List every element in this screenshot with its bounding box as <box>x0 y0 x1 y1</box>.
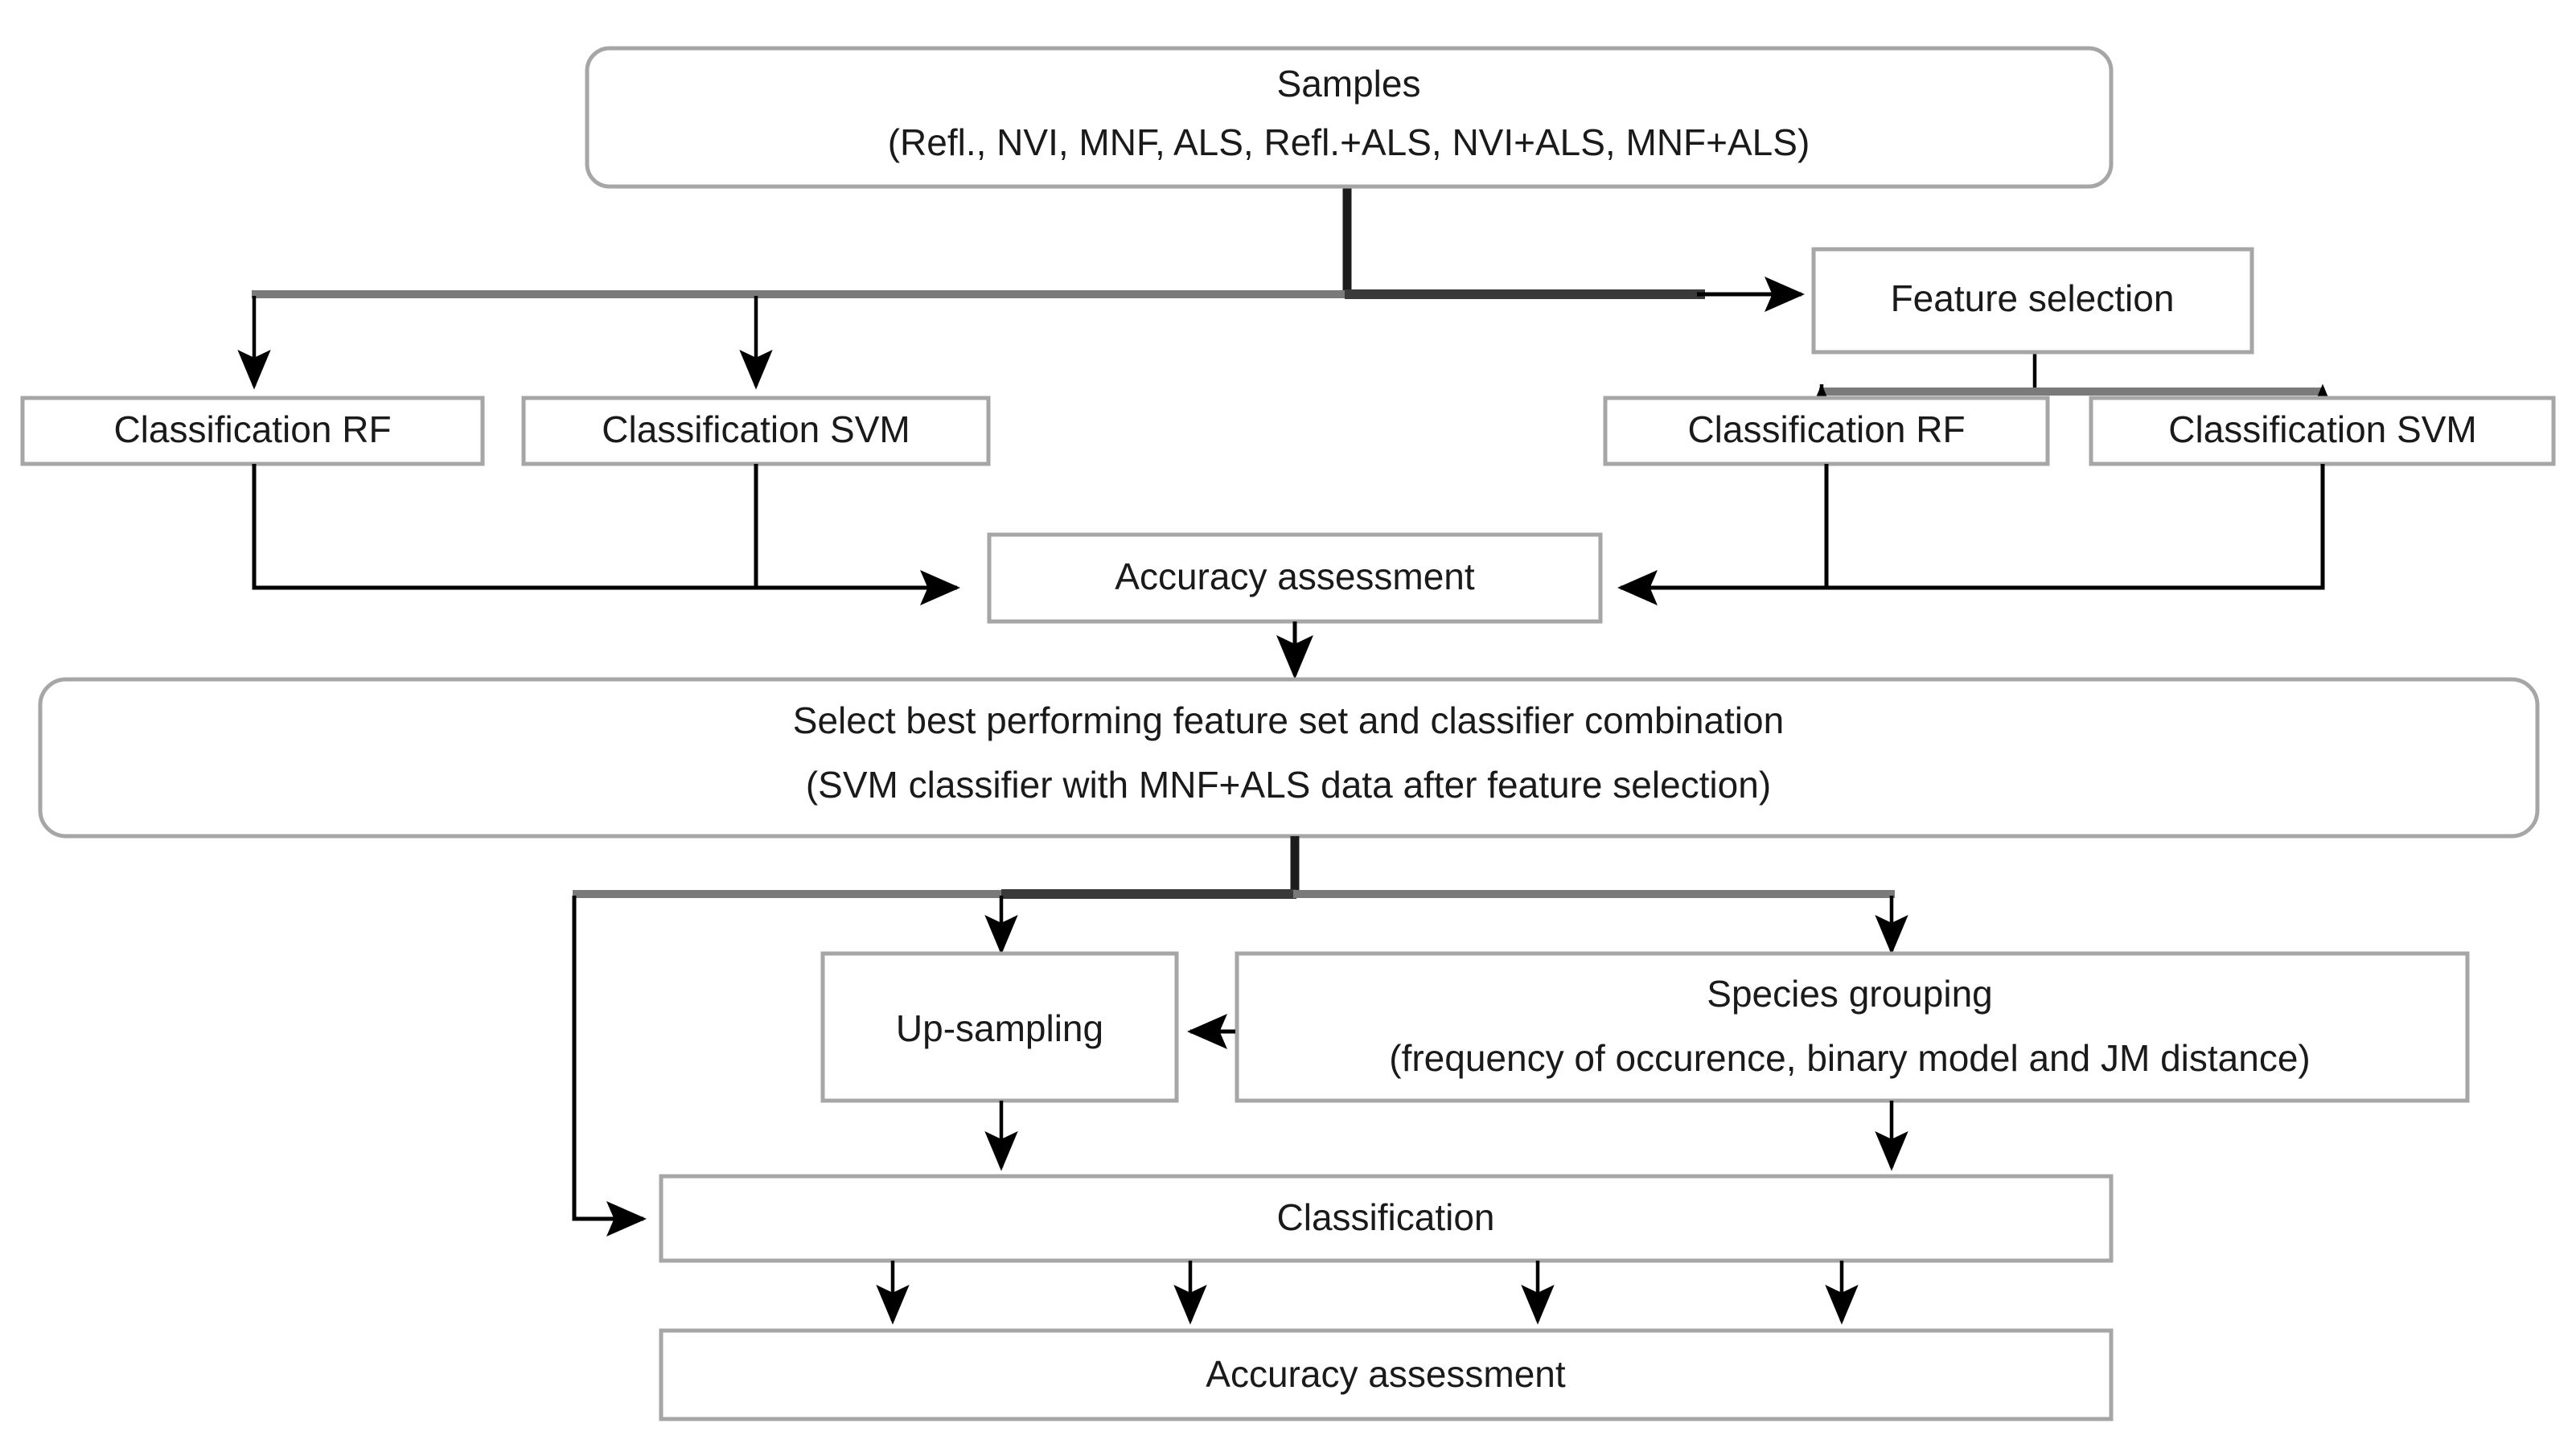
connector-right-classifiers-to-accuracy <box>1617 464 2325 605</box>
node-accuracy-assessment-top[interactable]: Accuracy assessment <box>987 532 1603 624</box>
node-accuracy-assessment-bottom-label: Accuracy assessment <box>1206 1353 1566 1395</box>
connector-right-bus <box>1819 384 2324 396</box>
connector-left-classifiers-to-accuracy <box>252 464 961 605</box>
node-accuracy-assessment-top-label: Accuracy assessment <box>1115 556 1475 597</box>
node-feature-selection-label: Feature selection <box>1891 277 2175 319</box>
node-classification-svm-left-label: Classification SVM <box>602 408 910 450</box>
node-classification-rf-left[interactable]: Classification RF <box>20 396 485 466</box>
node-feature-selection[interactable]: Feature selection <box>1811 247 2254 355</box>
node-classification-bottom[interactable]: Classification <box>659 1174 2114 1263</box>
node-select-best[interactable]: Select best performing feature set and c… <box>38 677 2540 839</box>
node-classification-bottom-label: Classification <box>1277 1196 1495 1238</box>
connector-classification-to-accuracy-bottom <box>876 1261 1859 1325</box>
node-species-grouping[interactable]: Species grouping (frequency of occurence… <box>1235 951 2470 1103</box>
node-species-grouping-line2: (frequency of occurence, binary model an… <box>1389 1037 2310 1079</box>
node-species-grouping-line1: Species grouping <box>1707 973 1992 1015</box>
node-classification-svm-left[interactable]: Classification SVM <box>521 396 991 466</box>
node-select-best-line2: (SVM classifier with MNF+ALS data after … <box>806 764 1771 806</box>
node-classification-rf-right[interactable]: Classification RF <box>1603 396 2050 466</box>
node-up-sampling-label: Up-sampling <box>896 1007 1103 1049</box>
node-accuracy-assessment-bottom[interactable]: Accuracy assessment <box>659 1328 2114 1421</box>
node-samples-line1: Samples <box>1277 63 1421 105</box>
node-select-best-line1: Select best performing feature set and c… <box>793 699 1784 741</box>
node-classification-rf-left-label: Classification RF <box>113 408 391 450</box>
node-classification-rf-right-label: Classification RF <box>1687 408 1965 450</box>
node-up-sampling[interactable]: Up-sampling <box>820 951 1179 1103</box>
connector-bus-left-to-classification <box>572 896 647 1237</box>
node-classification-svm-right[interactable]: Classification SVM <box>2089 396 2556 466</box>
node-samples-line2: (Refl., NVI, MNF, ALS, Refl.+ALS, NVI+AL… <box>888 121 1810 163</box>
node-samples[interactable]: Samples (Refl., NVI, MNF, ALS, Refl.+ALS… <box>585 46 2114 189</box>
node-classification-svm-right-label: Classification SVM <box>2168 408 2476 450</box>
